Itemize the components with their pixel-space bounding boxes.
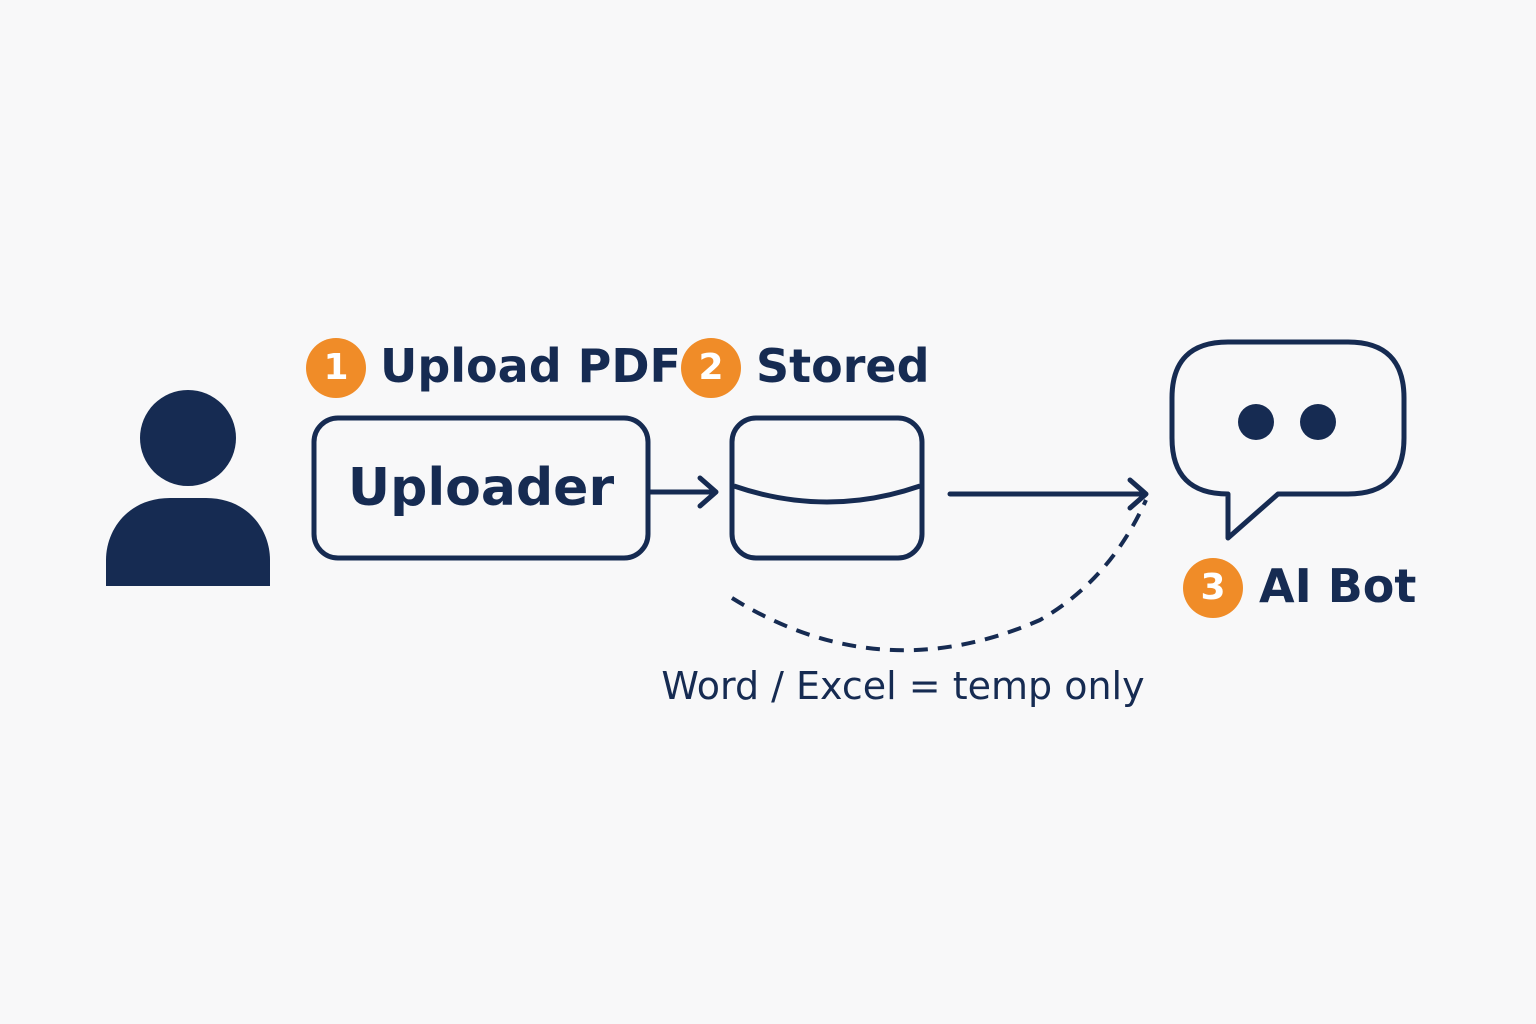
temp-storage-note: Word / Excel = temp only bbox=[661, 664, 1145, 708]
user-icon bbox=[106, 390, 270, 586]
arrow-storage-to-bot bbox=[947, 477, 1149, 511]
uploader-box bbox=[311, 415, 651, 561]
step-3-label: AI Bot bbox=[1259, 559, 1417, 613]
chat-bubble-icon bbox=[1169, 339, 1407, 541]
temp-path-dashed-curve bbox=[730, 499, 1148, 653]
uploader-label: Uploader bbox=[347, 458, 615, 518]
step-2-label: Stored bbox=[756, 339, 930, 393]
step-3-badge: 3 bbox=[1183, 558, 1243, 618]
step-2-badge: 2 bbox=[681, 338, 741, 398]
step-1-label: Upload PDF bbox=[380, 339, 681, 393]
step-1-badge: 1 bbox=[306, 338, 366, 398]
arrow-uploader-to-storage bbox=[645, 475, 719, 509]
storage-icon bbox=[729, 415, 925, 561]
